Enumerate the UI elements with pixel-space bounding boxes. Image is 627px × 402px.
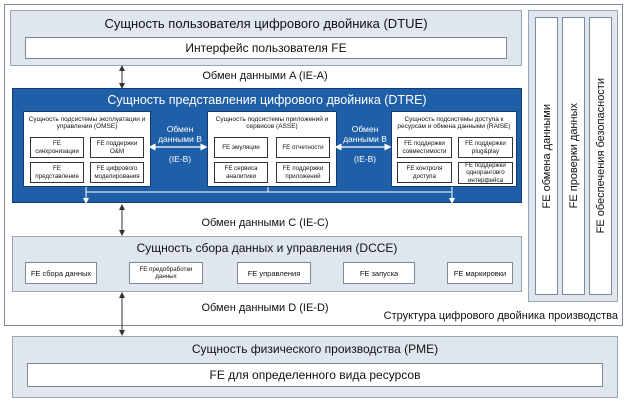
digital-twin-structure-frame bbox=[4, 4, 623, 326]
side-data-exchange-fe: FE обмена данными bbox=[535, 17, 558, 295]
omse-presentation-fe: FE представления bbox=[30, 162, 84, 183]
raise-plugplay-fe: FE поддержки plug&play bbox=[458, 137, 513, 158]
omse-box: Сущность подсистемы эксплуатации и управ… bbox=[23, 111, 151, 187]
exchange-b-left-code: (IE-B) bbox=[168, 153, 192, 164]
asse-reporting-fe: FE отчетности bbox=[276, 137, 330, 158]
asse-app-support-fe: FE поддержки приложений bbox=[276, 162, 330, 183]
dcce-box: Сущность сбора данных и управления (DCCE… bbox=[12, 236, 522, 292]
pme-resource-fe: FE для определенного вида ресурсов bbox=[27, 363, 603, 387]
structure-label: Структура цифрового двойника производств… bbox=[383, 310, 618, 322]
exchange-a-label: Обмен данными A (IE-A) bbox=[202, 70, 328, 82]
omse-digital-modeling-fe: FE цифрового моделирования bbox=[90, 162, 144, 183]
asse-analytics-fe: FE сервиса аналитики bbox=[214, 162, 268, 183]
raise-compat-fe: FE поддержки совместимости bbox=[397, 137, 452, 158]
dtue-interface-fe: Интерфейс пользователя FE bbox=[25, 37, 507, 59]
asse-title: Сущность подсистемы приложений и сервисо… bbox=[215, 115, 329, 130]
dtre-title: Сущность представления цифрового двойник… bbox=[107, 93, 427, 107]
raise-title: Сущность подсистемы доступа к ресурсам и… bbox=[397, 115, 511, 130]
omse-om-support-fe: FE поддержки O&M bbox=[90, 137, 144, 158]
raise-box: Сущность подсистемы доступа к ресурсам и… bbox=[391, 111, 517, 187]
dtre-box: Сущность представления цифрового двойник… bbox=[12, 88, 522, 203]
dcce-marking-fe: FE маркировки bbox=[447, 262, 513, 284]
dcce-control-fe: FE управления bbox=[237, 262, 311, 284]
dcce-preprocessing-fe: FE предобработки данных bbox=[129, 262, 203, 284]
dcce-title: Сущность сбора данных и управления (DCCE… bbox=[136, 241, 398, 255]
dcce-data-collection-fe: FE сбора данных bbox=[25, 262, 97, 284]
side-panel: FE обмена данными FE проверки данных FE … bbox=[528, 10, 618, 302]
omse-sync-fe: FE синхронизации bbox=[30, 137, 84, 158]
exchange-b-right-code: (IE-B) bbox=[353, 153, 377, 164]
dcce-launch-fe: FE запуска bbox=[343, 262, 415, 284]
dtre-bracket bbox=[83, 191, 455, 204]
side-security-fe: FE обеспечения безопасности bbox=[589, 17, 612, 295]
dtue-title: Сущность пользователя цифрового двойника… bbox=[104, 15, 428, 31]
omse-title: Сущность подсистемы эксплуатации и управ… bbox=[28, 115, 146, 130]
asse-box: Сущность подсистемы приложений и сервисо… bbox=[207, 111, 337, 187]
exchange-d-label: Обмен данными D (IE-D) bbox=[201, 302, 329, 314]
raise-p2p-interface-fe: FE поддержки одноранговго интерфейса bbox=[458, 162, 513, 184]
exchange-b-left-label: Обмен данными B bbox=[158, 123, 202, 144]
pme-title: Сущность физического производства (PME) bbox=[191, 342, 439, 356]
raise-access-control-fe: FE контроля доступа bbox=[397, 162, 452, 183]
exchange-b-right-label: Обмен данными B bbox=[343, 123, 387, 144]
side-data-validation-fe: FE проверки данных bbox=[562, 17, 585, 295]
exchange-c-label: Обмен данными C (IE-C) bbox=[201, 217, 329, 229]
dtue-box: Сущность пользователя цифрового двойника… bbox=[10, 10, 522, 66]
pme-box: Сущность физического производства (PME) … bbox=[12, 336, 618, 398]
asse-emulation-fe: FE эмуляции bbox=[214, 137, 268, 158]
